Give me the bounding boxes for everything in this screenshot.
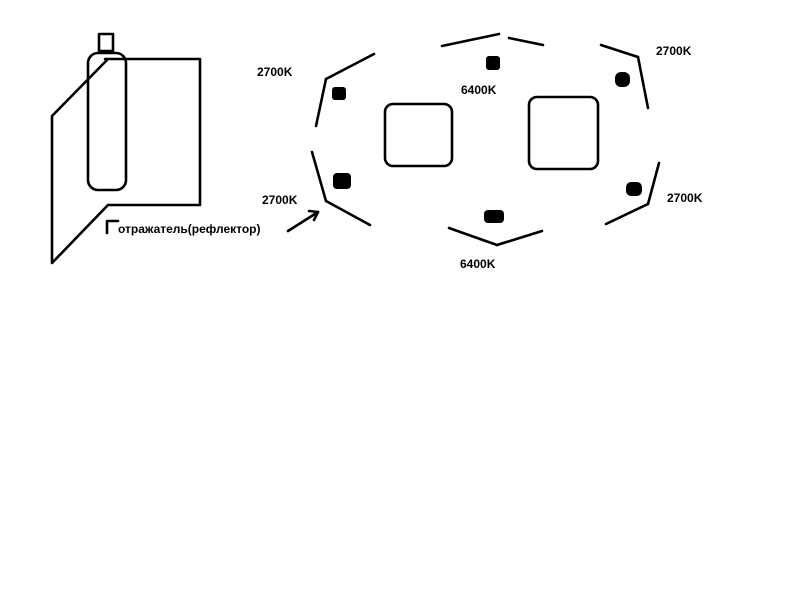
side-view-drawing	[50, 32, 202, 265]
octagon-edge	[599, 43, 640, 59]
lamp-blob-mid-right	[626, 182, 642, 196]
octagon-edge	[604, 202, 650, 226]
lamp-blob-top-left	[332, 87, 346, 100]
arrow	[286, 209, 320, 233]
octagon-edge	[495, 229, 544, 247]
octagon-edge	[447, 226, 499, 247]
square-fixture-right	[527, 95, 600, 171]
octagon-edge	[636, 55, 650, 110]
octagon-edge	[324, 199, 372, 227]
lamp-blob-bottom-center	[484, 210, 504, 223]
temp-label-mid-right: 2700K	[667, 191, 703, 205]
temp-label-mid-left: 2700K	[262, 193, 298, 207]
lamp-blob-mid-left	[333, 173, 351, 189]
octagon-edge	[324, 52, 376, 81]
octagon-edge	[507, 36, 545, 47]
temp-label-bottom-center: 6400K	[460, 257, 496, 271]
lamp-blob-top-right	[615, 72, 630, 87]
top-view-drawing	[310, 32, 661, 247]
reflector-pointer	[105, 219, 120, 235]
octagon-edge	[314, 77, 328, 128]
octagon-edge	[646, 161, 661, 206]
temp-label-top-right: 2700K	[656, 44, 692, 58]
temp-label-top-left: 2700K	[257, 65, 293, 79]
square-fixture-left	[383, 102, 454, 168]
reflector-panel-side	[50, 57, 110, 265]
lamp-tube	[86, 51, 128, 192]
octagon-edge	[440, 32, 501, 48]
lamp-cap	[97, 32, 115, 53]
temp-label-top-center: 6400K	[461, 83, 497, 97]
lamp-blob-top-center	[486, 56, 500, 70]
reflector-label: отражатель(рефлектор)	[118, 222, 261, 236]
octagon-edge	[310, 150, 328, 203]
reflector-panel-back	[103, 57, 202, 207]
